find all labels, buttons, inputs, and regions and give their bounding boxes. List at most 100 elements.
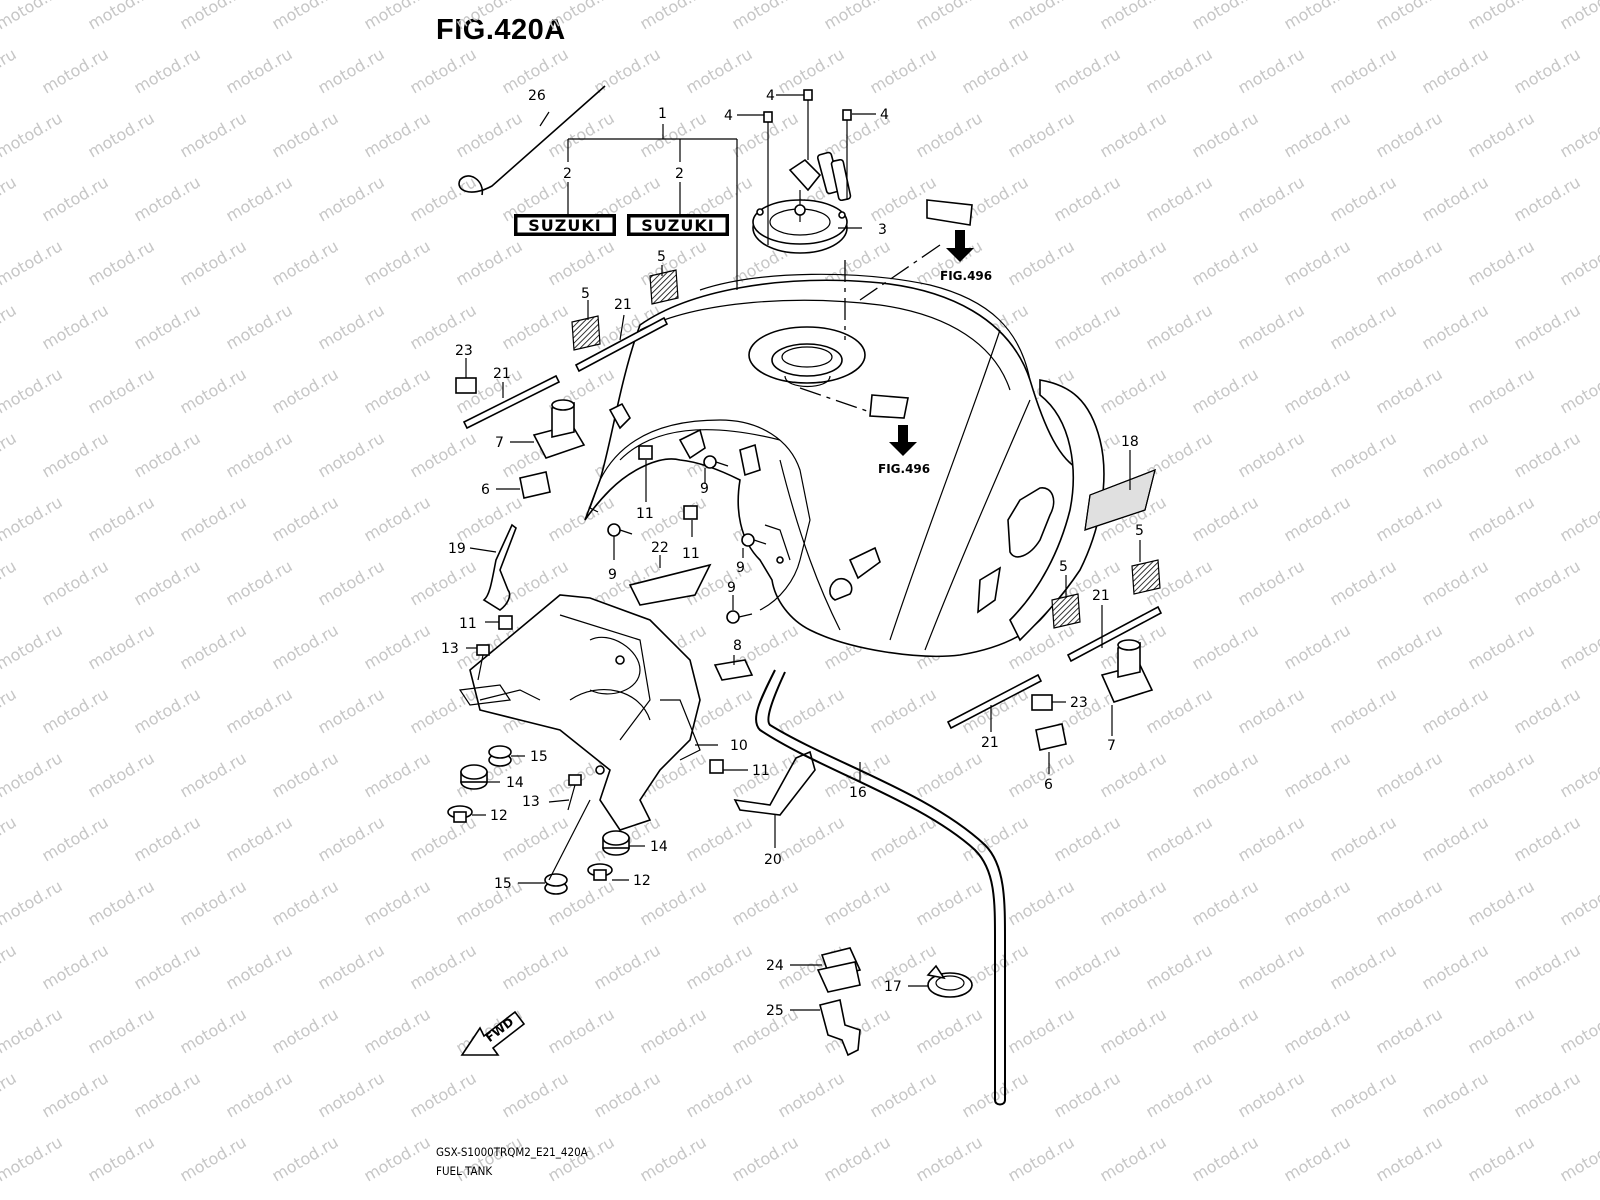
watermark-text: motod.ru bbox=[39, 1068, 112, 1121]
watermark-text: motod.ru bbox=[0, 1004, 66, 1057]
watermark-text: motod.ru bbox=[407, 556, 480, 609]
callout-15a: 15 bbox=[530, 749, 548, 765]
watermark-text: motod.ru bbox=[1051, 44, 1124, 97]
watermark-text: motod.ru bbox=[0, 1068, 20, 1121]
watermark-text: motod.ru bbox=[1419, 940, 1492, 993]
watermark-text: motod.ru bbox=[637, 0, 710, 33]
hose-16-outline bbox=[767, 671, 1006, 1106]
watermark-text: motod.ru bbox=[1051, 940, 1124, 993]
watermark-text: motod.ru bbox=[1373, 108, 1446, 161]
watermark-text: motod.ru bbox=[545, 108, 618, 161]
callout-17: 17 bbox=[884, 979, 902, 995]
watermark-text: motod.ru bbox=[269, 0, 342, 33]
watermark-text: motod.ru bbox=[591, 940, 664, 993]
watermark-text: motod.ru bbox=[269, 1004, 342, 1057]
watermark-text: motod.ru bbox=[361, 748, 434, 801]
watermark-text: motod.ru bbox=[1189, 1132, 1262, 1185]
watermark-text: motod.ru bbox=[1373, 0, 1446, 33]
watermark-text: motod.ru bbox=[1327, 172, 1400, 225]
watermark-text: motod.ru bbox=[913, 876, 986, 929]
watermark-text: motod.ru bbox=[1373, 1004, 1446, 1057]
watermark-text: motod.ru bbox=[637, 1004, 710, 1057]
grommets-14 bbox=[460, 764, 630, 856]
watermark-text: motod.ru bbox=[269, 364, 342, 417]
watermark-text: motod.ru bbox=[1005, 1004, 1078, 1057]
watermark-text: motod.ru bbox=[1511, 556, 1584, 609]
collars-12 bbox=[447, 805, 613, 881]
clamp-17 bbox=[926, 964, 973, 998]
watermark-text: motod.ru bbox=[1419, 556, 1492, 609]
callout-13b: 13 bbox=[522, 794, 540, 810]
watermark-text: motod.ru bbox=[0, 172, 20, 225]
watermark-text: motod.ru bbox=[1097, 1132, 1170, 1185]
watermark-text: motod.ru bbox=[1005, 108, 1078, 161]
watermark-text: motod.ru bbox=[1281, 108, 1354, 161]
watermark-text: motod.ru bbox=[1143, 300, 1216, 353]
callout-2a: 2 bbox=[563, 166, 572, 182]
watermark-text: motod.ru bbox=[1327, 44, 1400, 97]
watermark-text: motod.ru bbox=[361, 0, 434, 33]
watermark-text: motod.ru bbox=[1097, 364, 1170, 417]
watermark-text: motod.ru bbox=[1189, 364, 1262, 417]
watermark-text: motod.ru bbox=[223, 44, 296, 97]
watermark-text: motod.ru bbox=[1143, 44, 1216, 97]
callout-23b: 23 bbox=[1070, 695, 1088, 711]
watermark-text: motod.ru bbox=[269, 108, 342, 161]
watermark-text: motod.ru bbox=[1235, 1068, 1308, 1121]
watermark-text: motod.ru bbox=[177, 108, 250, 161]
footer-name: FUEL TANK bbox=[436, 1164, 493, 1178]
watermark-text: motod.ru bbox=[1373, 492, 1446, 545]
watermark-text: motod.ru bbox=[407, 940, 480, 993]
watermark-text: motod.ru bbox=[0, 236, 66, 289]
watermark-text: motod.ru bbox=[131, 812, 204, 865]
watermark-text: motod.ru bbox=[1281, 0, 1354, 33]
callout-3: 3 bbox=[878, 222, 887, 238]
bracket-10 bbox=[458, 594, 701, 831]
clip-24 bbox=[816, 947, 862, 993]
watermark-text: motod.ru bbox=[39, 684, 112, 737]
watermark-text: motod.ru bbox=[315, 1068, 388, 1121]
watermark-text: motod.ru bbox=[407, 684, 480, 737]
damper-6-left bbox=[519, 471, 551, 499]
screws-4 bbox=[763, 89, 852, 340]
watermark-text: motod.ru bbox=[1005, 0, 1078, 33]
watermark-text: motod.ru bbox=[0, 0, 66, 33]
watermark-text: motod.ru bbox=[1465, 492, 1538, 545]
watermark-text: motod.ru bbox=[315, 44, 388, 97]
pads-5 bbox=[571, 269, 1161, 629]
pad-23-left bbox=[455, 377, 477, 394]
ref-fig-mid: FIG.496 bbox=[878, 462, 930, 476]
watermark-text: motod.ru bbox=[361, 620, 434, 673]
watermark-text: motod.ru bbox=[821, 0, 894, 33]
callout-15b: 15 bbox=[494, 876, 512, 892]
watermark-text: motod.ru bbox=[591, 1068, 664, 1121]
callout-20: 20 bbox=[764, 852, 782, 868]
watermark-text: motod.ru bbox=[131, 300, 204, 353]
watermark-text: motod.ru bbox=[85, 492, 158, 545]
watermark-text: motod.ru bbox=[0, 44, 20, 97]
callout-8: 8 bbox=[733, 638, 742, 654]
callout-5d: 5 bbox=[1135, 523, 1144, 539]
watermark-text: motod.ru bbox=[1465, 1132, 1538, 1185]
leader-lines bbox=[465, 94, 1141, 1011]
watermark-text: motod.ru bbox=[1051, 1068, 1124, 1121]
watermark-text: motod.ru bbox=[315, 300, 388, 353]
watermark-text: motod.ru bbox=[1373, 364, 1446, 417]
watermark-text: motod.ru bbox=[867, 1068, 940, 1121]
watermark-text: motod.ru bbox=[131, 428, 204, 481]
callout-6a: 6 bbox=[481, 482, 490, 498]
callout-21a: 21 bbox=[614, 297, 632, 313]
watermark-text: motod.ru bbox=[1373, 748, 1446, 801]
watermark-text: motod.ru bbox=[407, 172, 480, 225]
bolts-13 bbox=[476, 644, 582, 811]
callout-9a: 9 bbox=[700, 481, 709, 497]
watermark-text: motod.ru bbox=[1281, 748, 1354, 801]
callout-26: 26 bbox=[528, 88, 546, 104]
callout-5c: 5 bbox=[1059, 559, 1068, 575]
watermark-text: motod.ru bbox=[1511, 812, 1584, 865]
watermark-text: motod.ru bbox=[223, 684, 296, 737]
watermark-text: motod.ru bbox=[545, 1004, 618, 1057]
watermark-text: motod.ru bbox=[269, 1132, 342, 1185]
bracket-20 bbox=[733, 750, 816, 816]
watermark-text: motod.ru bbox=[85, 236, 158, 289]
